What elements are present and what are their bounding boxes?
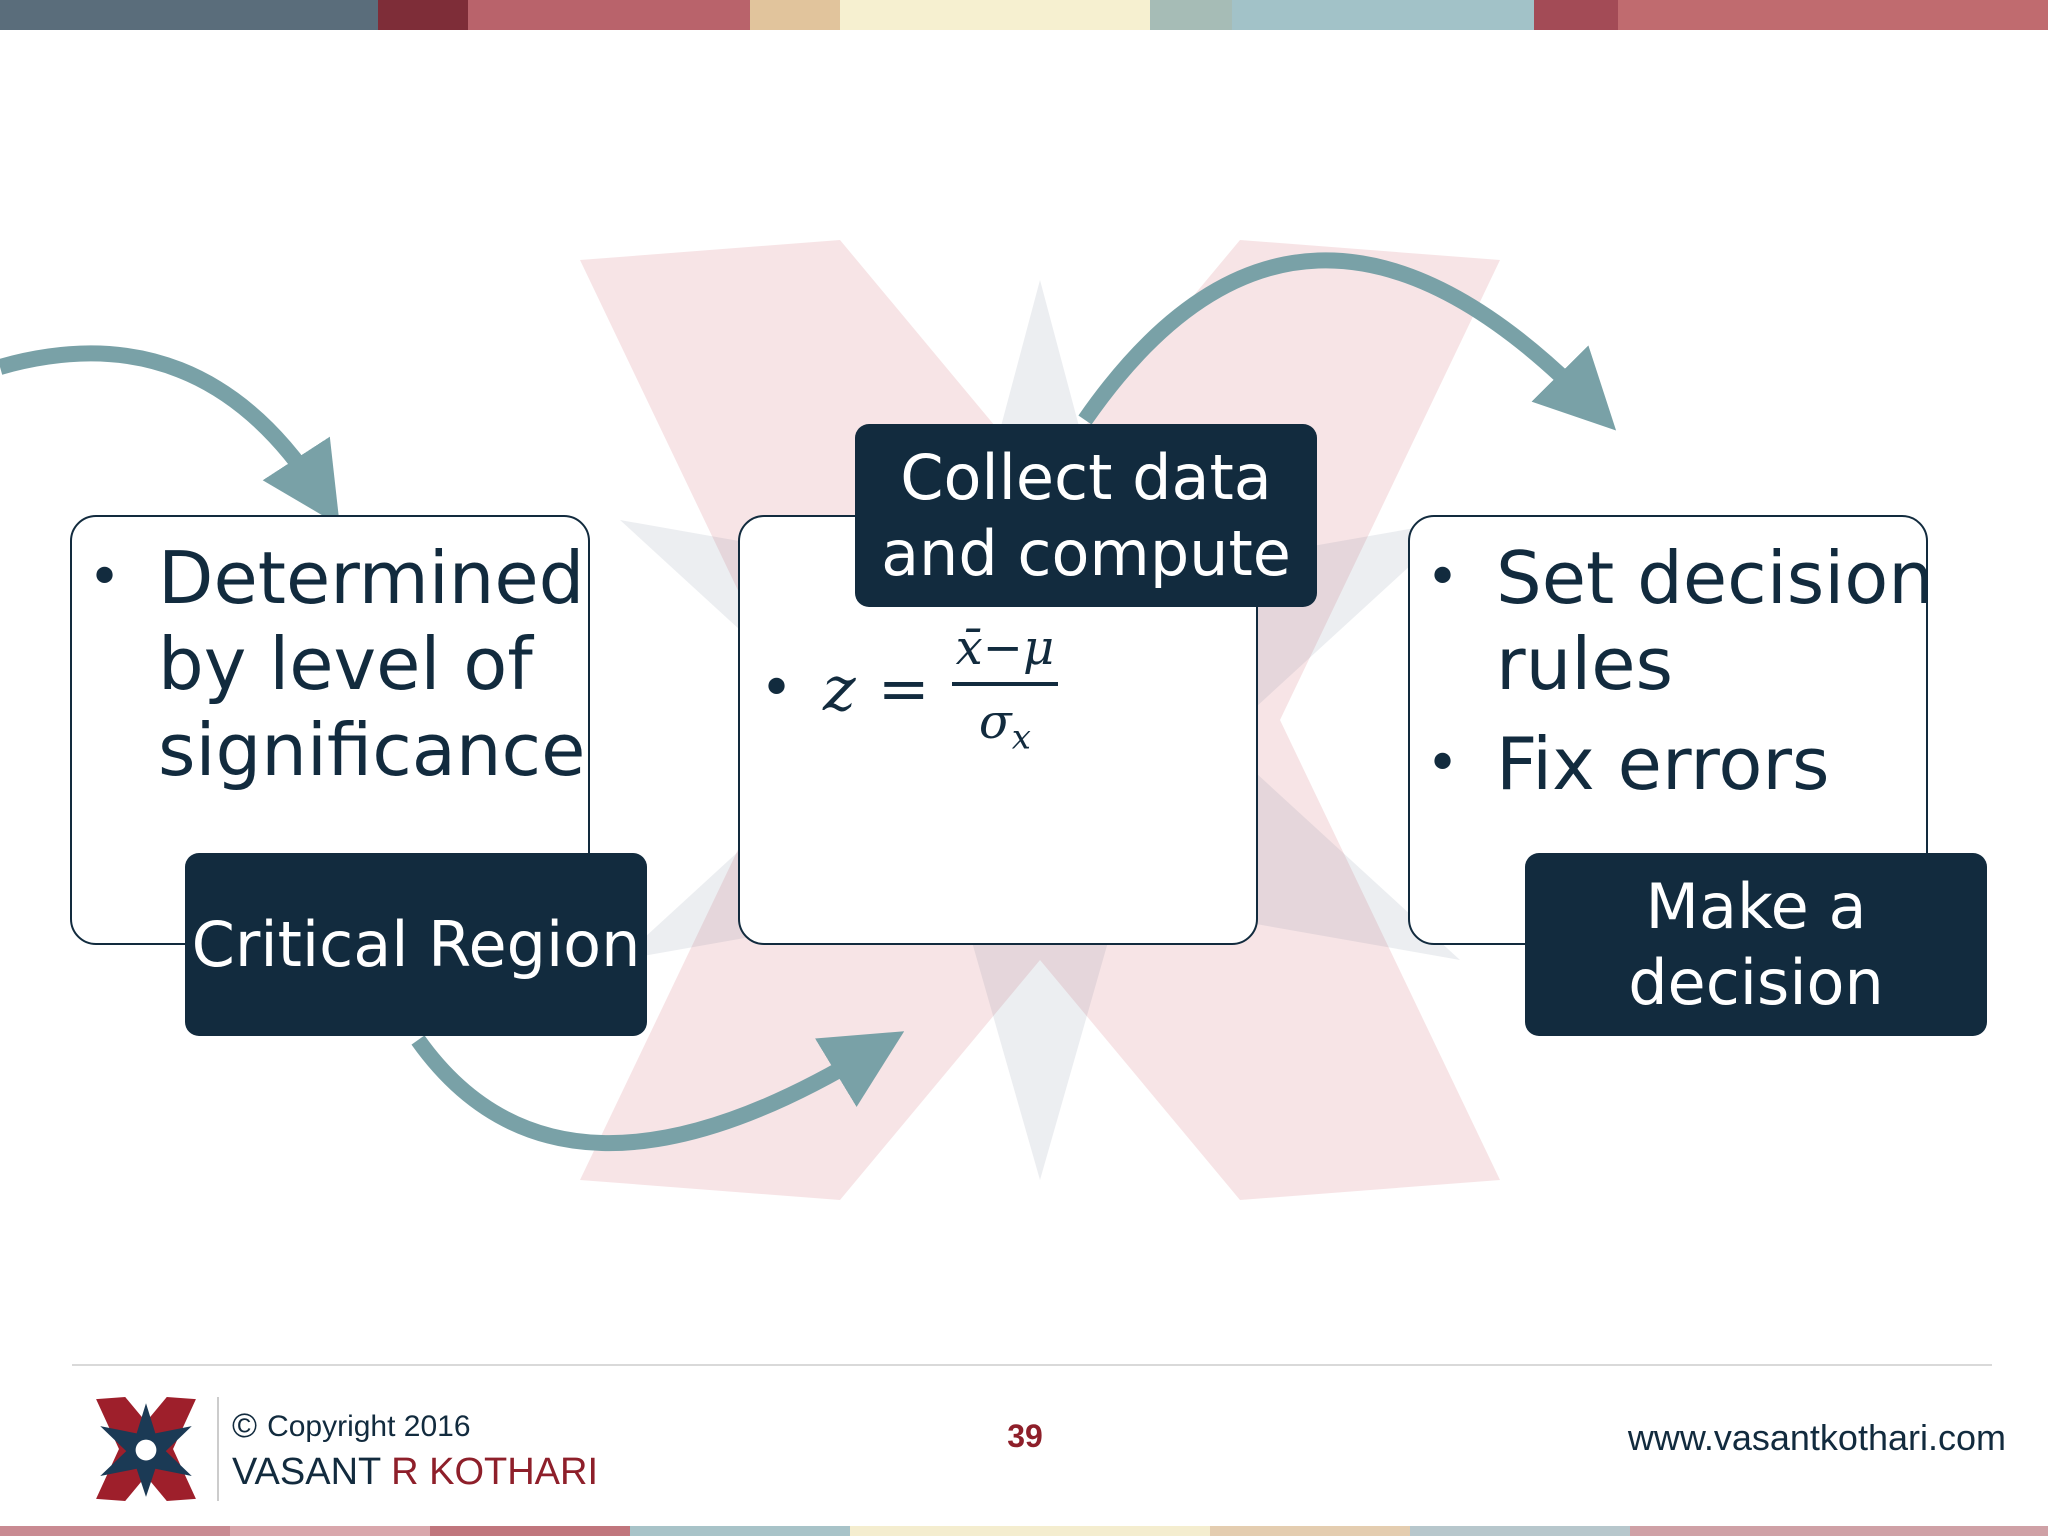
author-name: VASANT R KOTHARI <box>232 1451 598 1494</box>
bottom-bar-segment <box>230 1526 430 1536</box>
formula-variable: z <box>823 652 856 726</box>
formula-denominator: σx <box>979 686 1031 758</box>
page-number: 39 <box>1007 1418 1043 1454</box>
arrow-into-critical-region <box>0 345 340 526</box>
formula-denominator-subscript: x <box>1011 717 1031 758</box>
formula-numerator: x̄−μ <box>951 620 1059 686</box>
top-bar-segment <box>1618 0 2048 30</box>
critical-region-bullets: Determined by level of significance <box>70 535 590 793</box>
bottom-bar-segment <box>850 1526 1210 1536</box>
bottom-color-bar <box>0 1526 2048 1536</box>
bottom-bar-segment <box>630 1526 850 1536</box>
arrow-collect-to-decide <box>1078 252 1617 431</box>
z-formula: • z = x̄−μ σx <box>760 620 1059 758</box>
copyright-text: Copyright 2016 <box>267 1409 471 1443</box>
top-color-bar <box>0 0 2048 30</box>
formula-equals: = <box>877 652 930 726</box>
website-link[interactable]: www.vasantkothari.com <box>1627 1417 2006 1458</box>
bottom-bar-segment <box>1630 1526 2048 1536</box>
top-bar-segment <box>0 0 378 30</box>
top-bar-segment <box>1232 0 1534 30</box>
bottom-bar-segment <box>1410 1526 1630 1536</box>
top-bar-segment <box>378 0 468 30</box>
top-bar-segment <box>750 0 840 30</box>
top-bar-segment <box>468 0 750 30</box>
make-decision-label: Make a decision <box>1525 853 1987 1036</box>
bottom-bar-segment <box>430 1526 630 1536</box>
arrow-critical-to-collect <box>411 1031 905 1151</box>
bottom-bar-segment <box>0 1526 230 1536</box>
collect-data-label: Collect data and compute <box>855 424 1317 607</box>
vrk-logo-icon <box>94 1397 198 1501</box>
bullet-dot: • <box>760 656 794 722</box>
bullet-item: Set decision rules <box>1408 535 1948 707</box>
top-bar-segment <box>1150 0 1232 30</box>
bullet-item: Fix errors <box>1408 721 1948 807</box>
bullet-item: Determined by level of significance <box>70 535 590 793</box>
top-bar-segment <box>840 0 1150 30</box>
bottom-bar-segment <box>1210 1526 1410 1536</box>
author-last-name: R KOTHARI <box>391 1451 598 1493</box>
copyright-line: © Copyright 2016 <box>232 1407 471 1446</box>
copyright-symbol: © <box>232 1407 258 1445</box>
logo-divider <box>217 1397 219 1501</box>
author-first-name: VASANT <box>232 1451 381 1493</box>
formula-fraction: x̄−μ σx <box>951 620 1059 758</box>
critical-region-label: Critical Region <box>185 853 647 1036</box>
footer-divider <box>72 1364 1992 1366</box>
formula-denominator-symbol: σ <box>978 694 1012 750</box>
top-bar-segment <box>1534 0 1618 30</box>
make-decision-bullets: Set decision rules Fix errors <box>1408 535 1948 817</box>
